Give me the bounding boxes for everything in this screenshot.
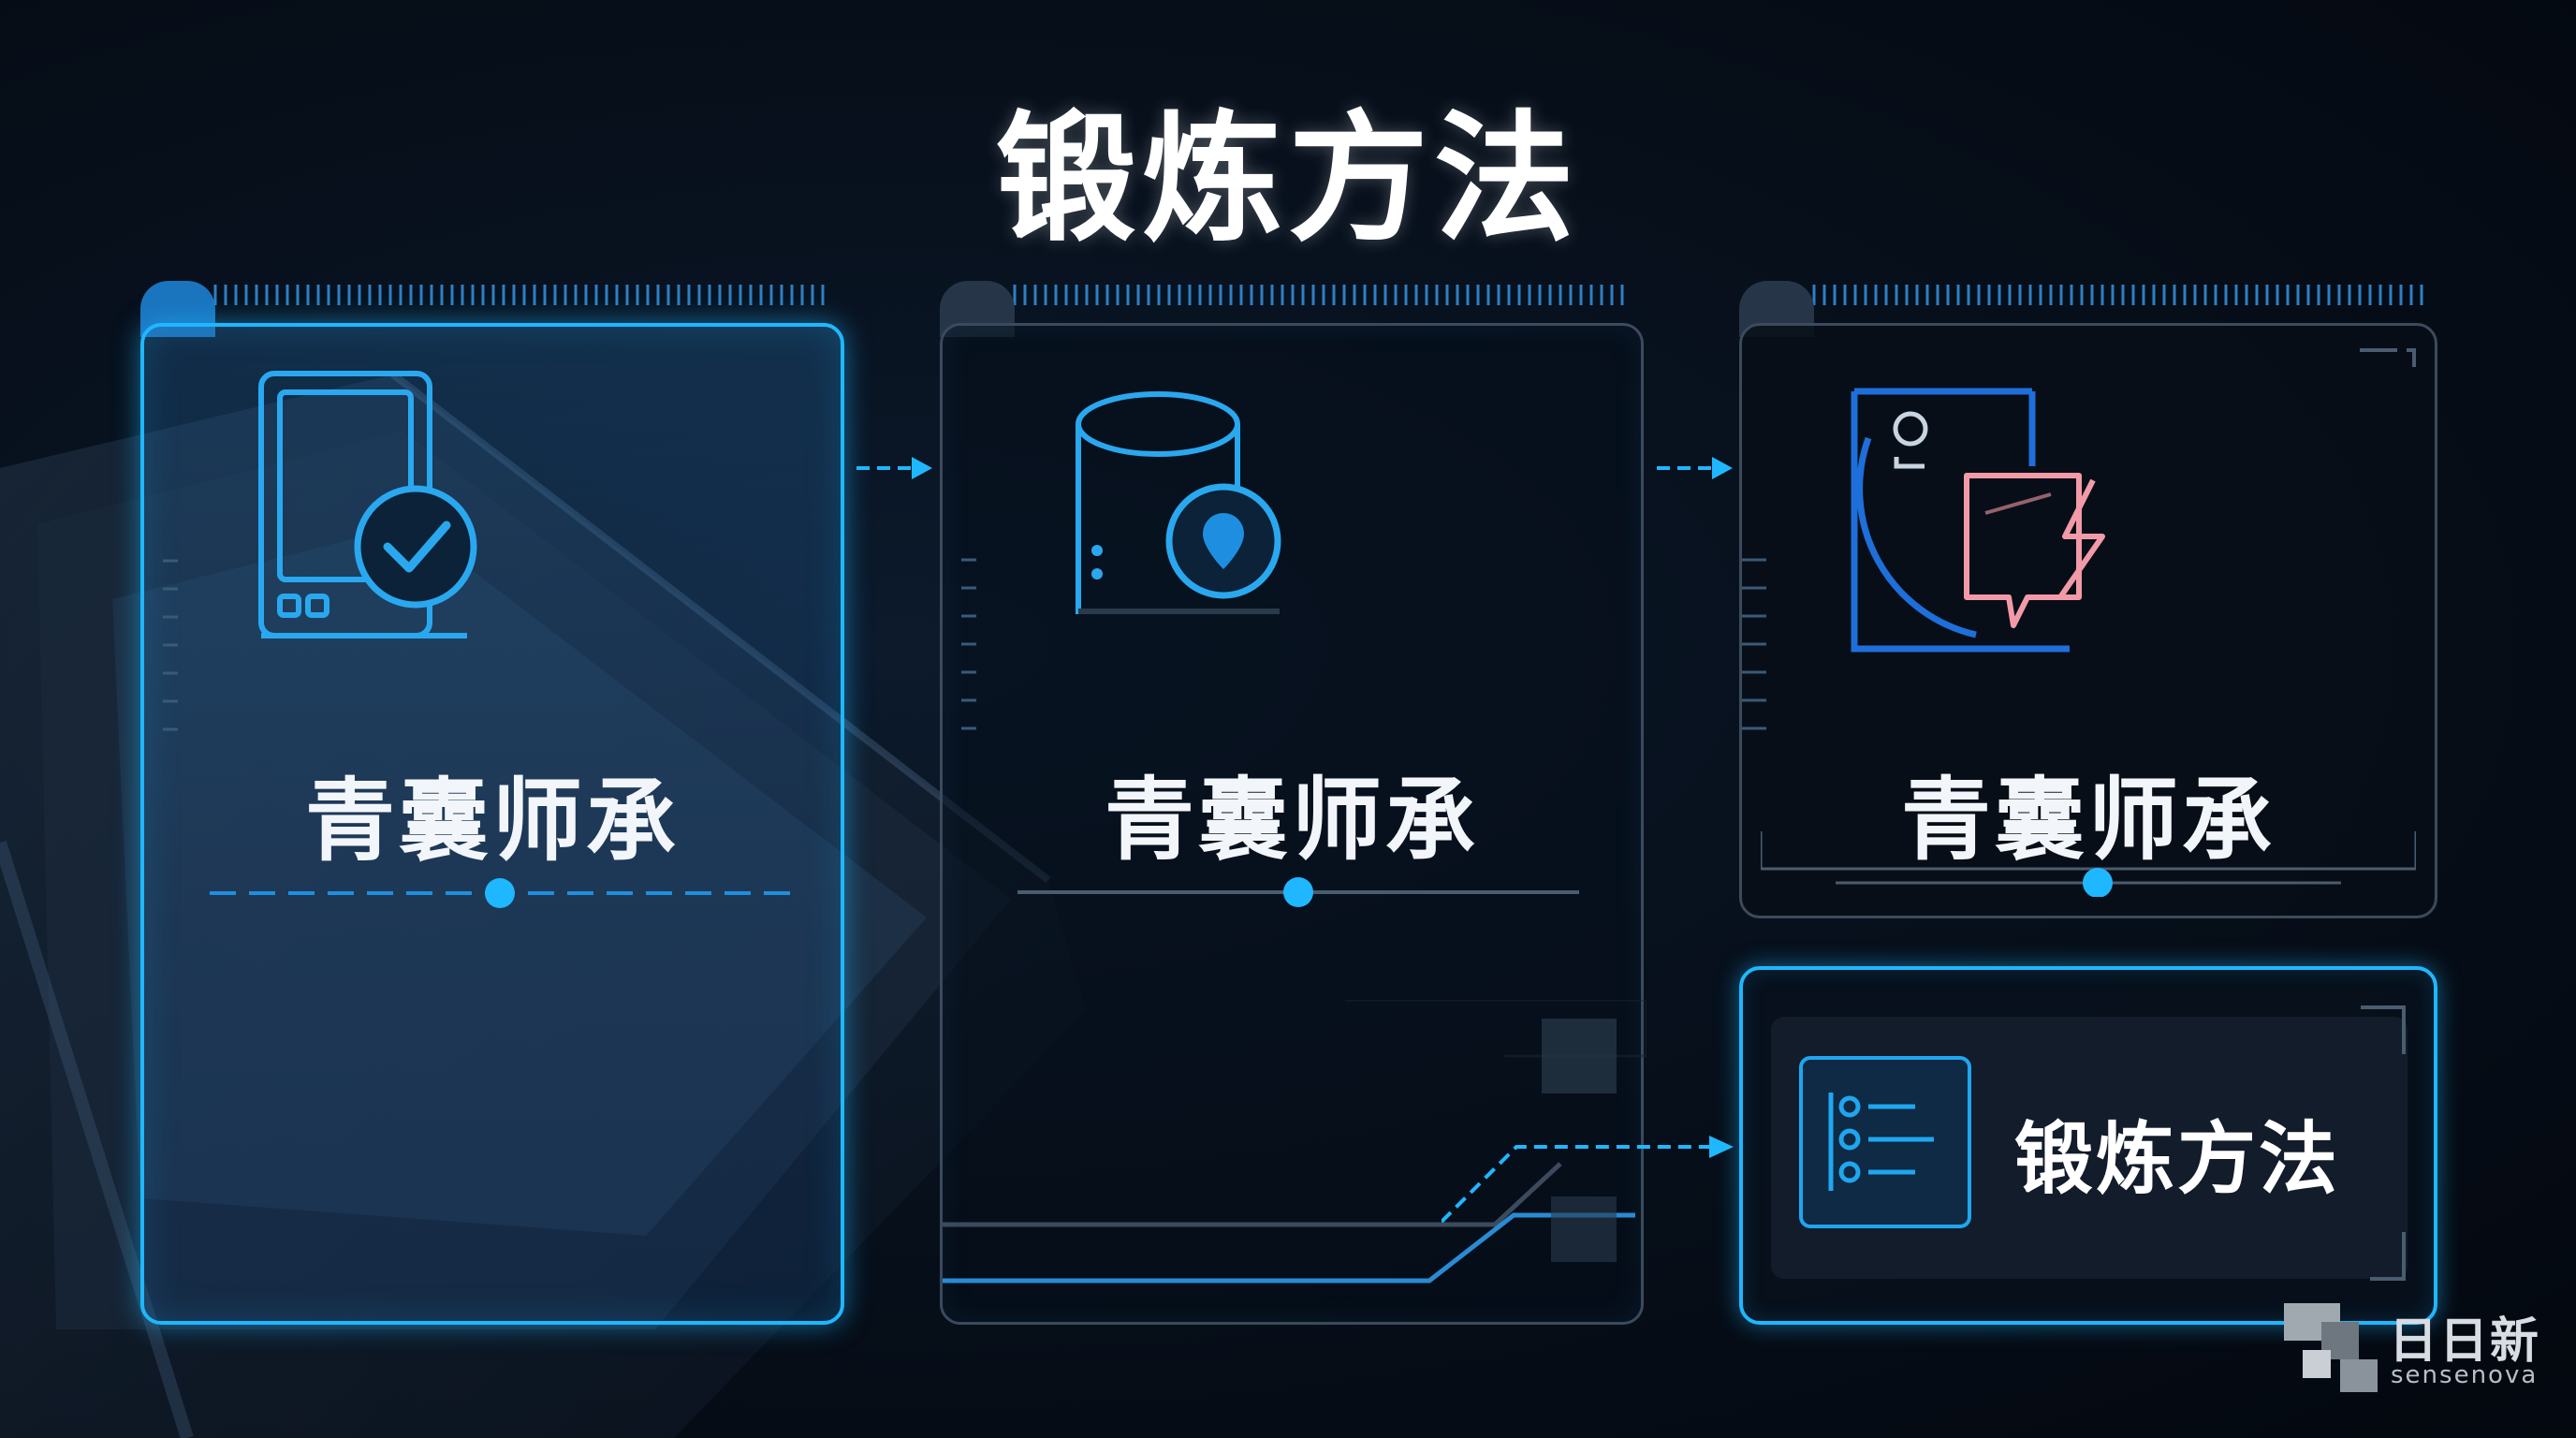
method-card[interactable]: 锻炼方法	[1739, 966, 2437, 1325]
arrow-connector	[1657, 457, 1733, 479]
card-label: 青囊师承	[1901, 768, 2276, 873]
card-qingnang-1[interactable]: 青囊师承	[140, 323, 844, 1325]
side-ticks	[1742, 558, 1766, 730]
card-label: 青囊师承	[305, 769, 680, 873]
arrow-connector	[1442, 1136, 1734, 1224]
background-book-decoration	[0, 371, 1086, 1438]
phone-check-icon	[258, 371, 477, 638]
brand-sub: sensenova	[2391, 1361, 2539, 1389]
dashed-divider	[210, 878, 790, 908]
card-label: 青囊师承	[1105, 768, 1479, 873]
brand-name: 日日新	[2389, 1313, 2541, 1370]
divider-line	[1017, 877, 1579, 907]
page-title: 锻炼方法	[995, 98, 1580, 261]
card-qingnang-3[interactable]: 青囊师承	[1739, 323, 2437, 918]
brand-mark-icon	[2284, 1303, 2378, 1392]
circuit-lines	[943, 1000, 1647, 1284]
database-location-icon	[1076, 391, 1281, 614]
side-ticks	[163, 559, 178, 731]
corner-mark	[2361, 1005, 2406, 1281]
ruler-ticks	[213, 285, 2423, 305]
card-qingnang-2[interactable]: 青囊师承	[940, 323, 1647, 1325]
corner-mark	[2360, 348, 2416, 367]
brand-logo: 日日新 sensenova	[2284, 1303, 2565, 1397]
side-ticks	[961, 558, 976, 730]
bracket-divider	[1761, 831, 2416, 897]
document-chat-lightning-icon	[1851, 388, 2105, 653]
arrow-connector	[856, 457, 932, 479]
checklist-icon	[1799, 1056, 1971, 1228]
method-label: 锻炼方法	[2014, 1113, 2341, 1205]
